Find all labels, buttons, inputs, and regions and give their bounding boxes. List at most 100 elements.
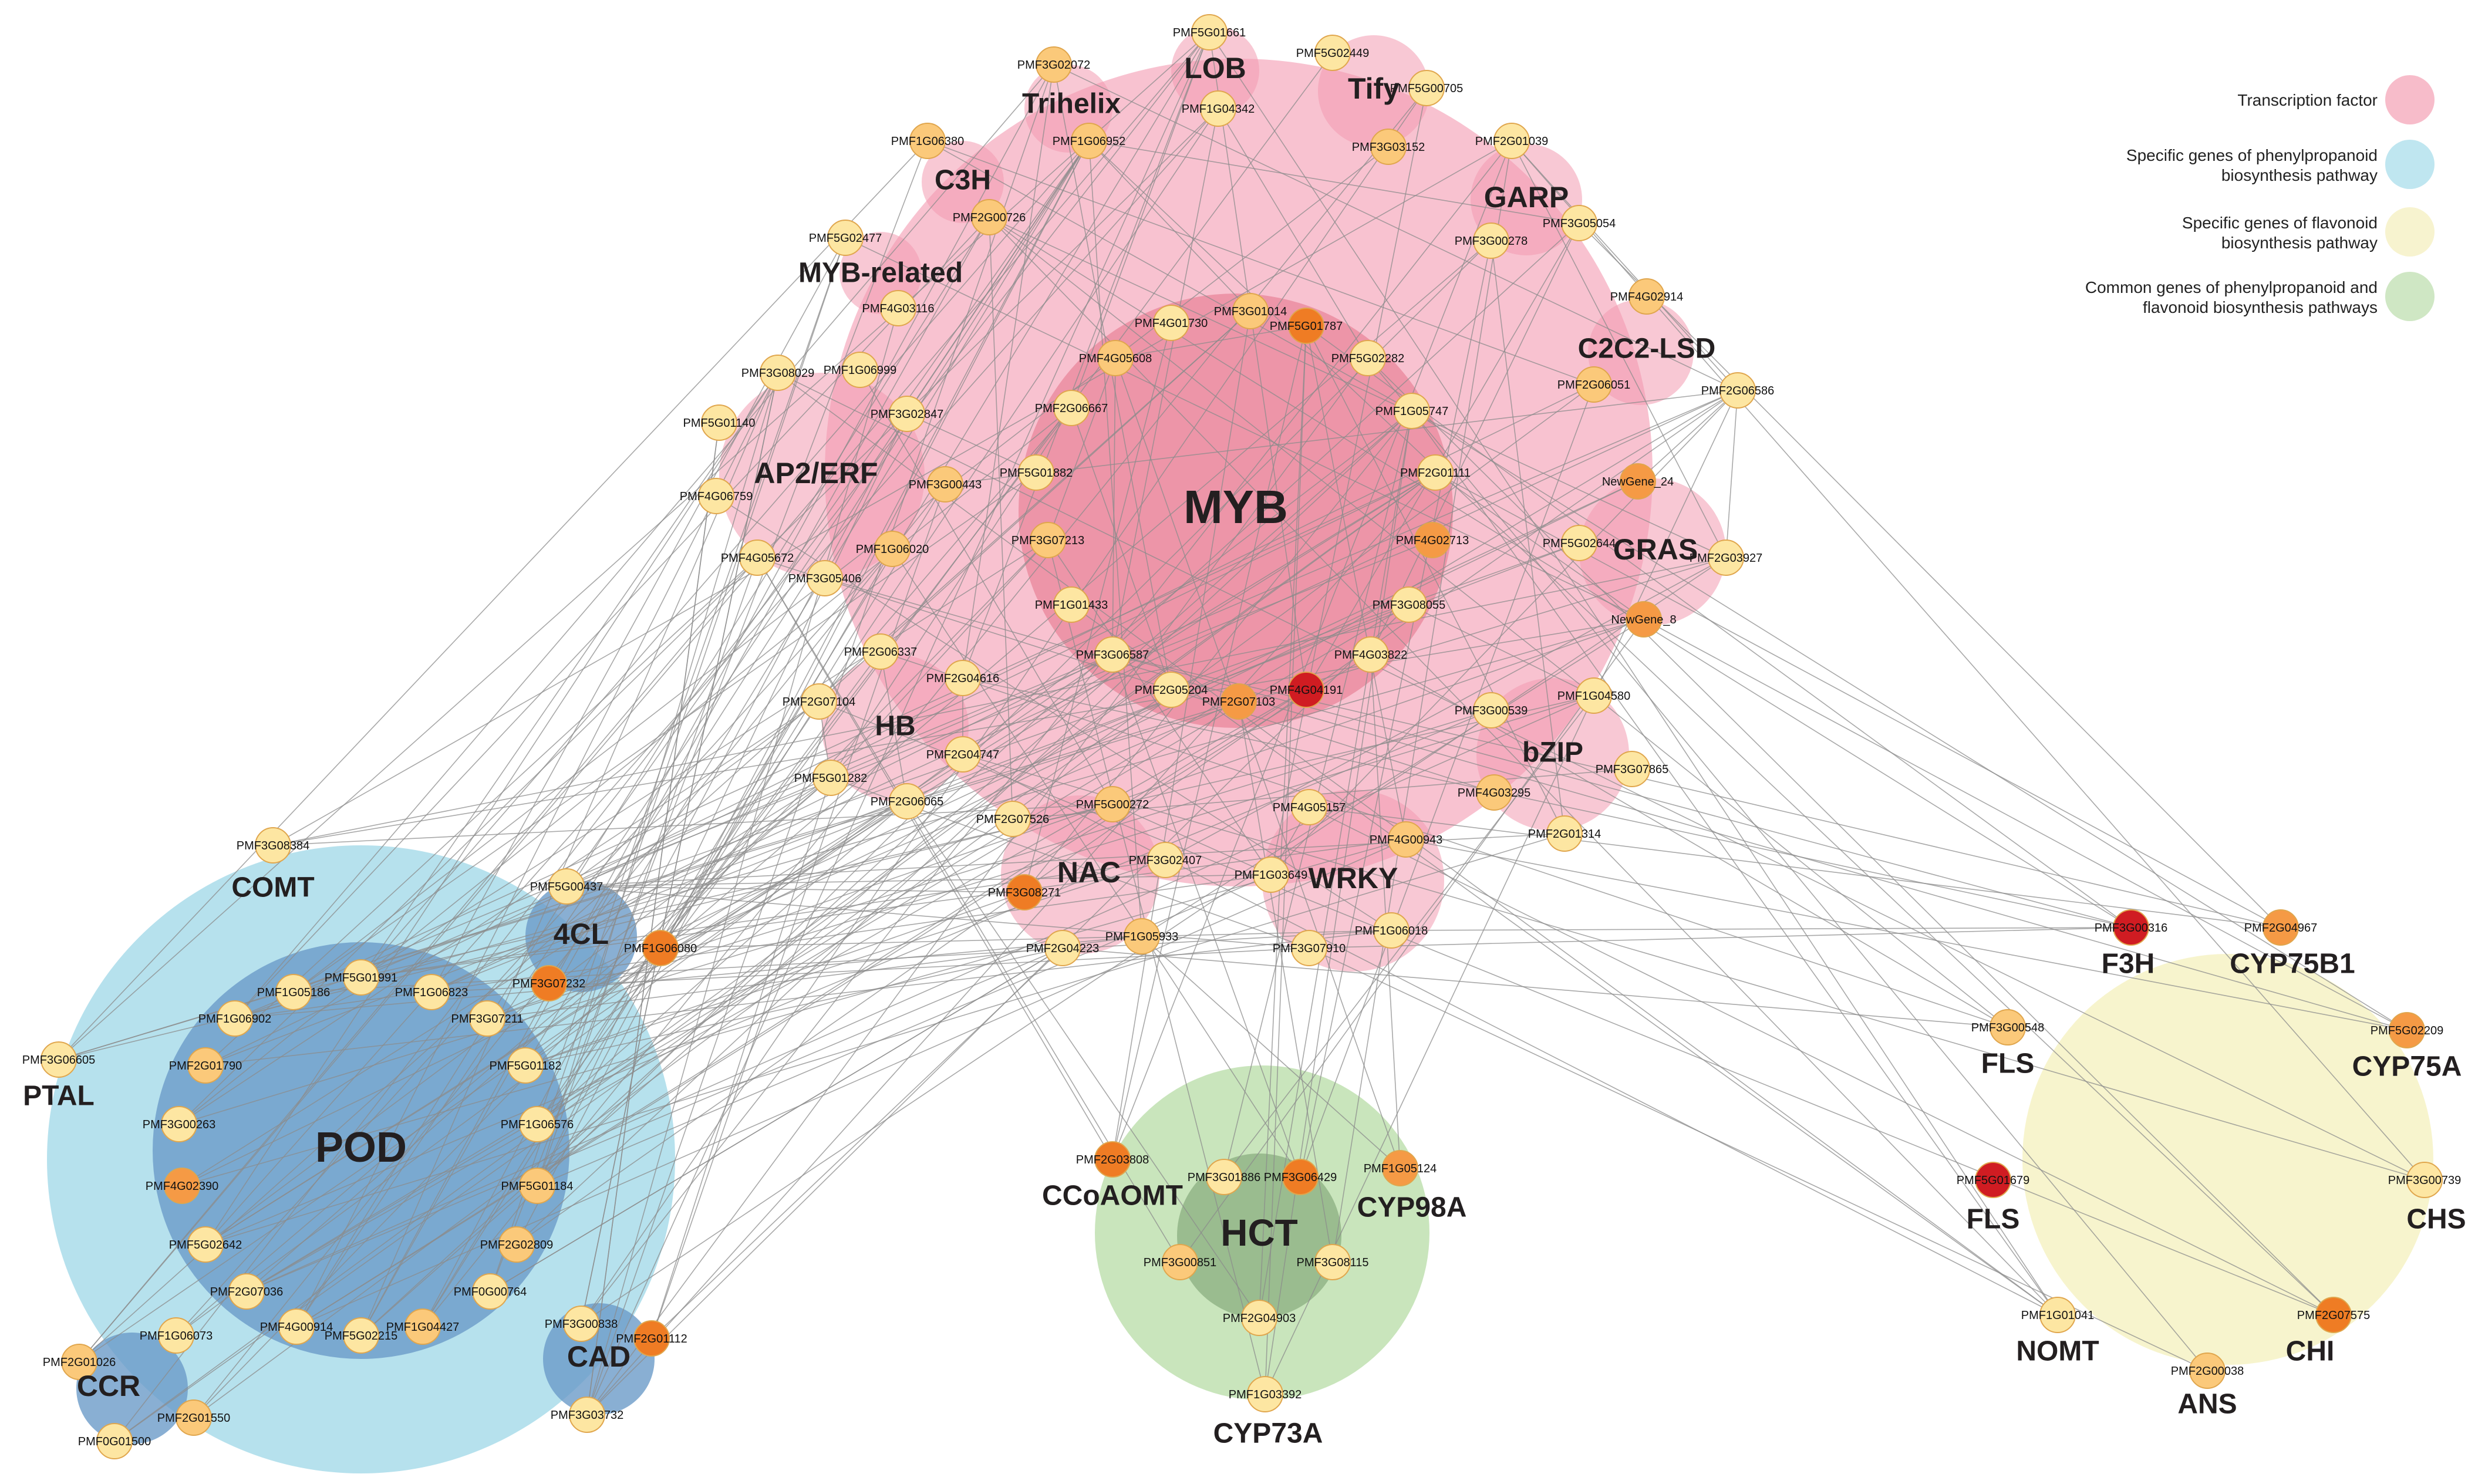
gene-node-circle[interactable] bbox=[812, 760, 849, 796]
gene-node-circle[interactable] bbox=[1206, 1159, 1242, 1195]
gene-node[interactable]: PMF4G03822 bbox=[1334, 636, 1408, 673]
gene-node[interactable]: PMF5G01282 bbox=[794, 760, 868, 796]
gene-node[interactable]: PMF5G00437 bbox=[530, 868, 603, 905]
gene-node[interactable]: PMF2G01026 bbox=[43, 1344, 116, 1380]
gene-node-circle[interactable] bbox=[531, 965, 567, 1001]
gene-node-circle[interactable] bbox=[563, 1306, 599, 1342]
gene-node[interactable]: PMF4G01730 bbox=[1135, 305, 1208, 341]
gene-node[interactable]: PMF3G08271 bbox=[988, 874, 1061, 910]
gene-node[interactable]: PMF2G01550 bbox=[157, 1399, 231, 1436]
gene-node-circle[interactable] bbox=[2406, 1162, 2443, 1198]
gene-node-circle[interactable] bbox=[1253, 856, 1289, 893]
gene-node-circle[interactable] bbox=[2263, 909, 2299, 946]
gene-node[interactable]: PMF5G02209 bbox=[2371, 1012, 2444, 1048]
gene-node-circle[interactable] bbox=[343, 959, 379, 996]
gene-node-circle[interactable] bbox=[1044, 930, 1081, 966]
gene-node[interactable]: PMF0G01500 bbox=[78, 1423, 151, 1459]
gene-node-circle[interactable] bbox=[187, 1226, 224, 1263]
gene-node-circle[interactable] bbox=[807, 560, 843, 596]
gene-node[interactable]: PMF2G06586 bbox=[1701, 372, 1775, 409]
gene-node-circle[interactable] bbox=[519, 1168, 555, 1204]
gene-node[interactable]: PMF1G05747 bbox=[1375, 393, 1449, 429]
gene-node-circle[interactable] bbox=[61, 1344, 97, 1380]
gene-node[interactable]: PMF5G02642 bbox=[169, 1226, 242, 1263]
gene-node-circle[interactable] bbox=[801, 683, 837, 720]
gene-node[interactable]: PMF4G05672 bbox=[721, 539, 794, 576]
gene-node[interactable]: PMF2G06051 bbox=[1557, 366, 1631, 403]
gene-node-circle[interactable] bbox=[1241, 1300, 1277, 1336]
gene-node[interactable]: PMF4G02713 bbox=[1396, 522, 1469, 558]
gene-node[interactable]: PMF3G07232 bbox=[512, 965, 586, 1001]
gene-node-circle[interactable] bbox=[472, 1273, 508, 1310]
gene-node[interactable]: PMF5G02215 bbox=[325, 1317, 398, 1354]
gene-node-circle[interactable] bbox=[1282, 1159, 1319, 1195]
gene-node[interactable]: PMF3G02847 bbox=[871, 396, 944, 432]
gene-node-circle[interactable] bbox=[41, 1041, 77, 1078]
gene-node[interactable]: PMF2G07036 bbox=[210, 1273, 284, 1310]
gene-node[interactable]: PMF2G07104 bbox=[783, 683, 856, 720]
gene-node[interactable]: PMF3G05054 bbox=[1543, 205, 1616, 241]
gene-node[interactable]: PMF4G02390 bbox=[146, 1168, 219, 1204]
gene-node-circle[interactable] bbox=[275, 974, 312, 1010]
gene-node-circle[interactable] bbox=[343, 1317, 379, 1354]
gene-node[interactable]: PMF4G00943 bbox=[1370, 821, 1443, 858]
gene-node[interactable]: PMF1G05186 bbox=[257, 974, 331, 1010]
gene-node-circle[interactable] bbox=[1614, 751, 1650, 787]
gene-node-circle[interactable] bbox=[1153, 305, 1189, 341]
gene-node-circle[interactable] bbox=[1408, 70, 1445, 106]
gene-node-circle[interactable] bbox=[994, 801, 1031, 837]
gene-node[interactable]: PMF1G03392 bbox=[1229, 1376, 1302, 1412]
gene-node[interactable]: PMF3G08115 bbox=[1296, 1244, 1369, 1280]
gene-node-circle[interactable] bbox=[1162, 1244, 1198, 1280]
gene-node-circle[interactable] bbox=[1053, 390, 1090, 426]
gene-node[interactable]: PMF3G00539 bbox=[1455, 692, 1528, 728]
gene-node-circle[interactable] bbox=[1053, 586, 1090, 623]
gene-node[interactable]: PMF5G01679 bbox=[1957, 1162, 2030, 1198]
gene-node-circle[interactable] bbox=[255, 827, 291, 864]
gene-node[interactable]: PMF3G08029 bbox=[741, 355, 815, 391]
gene-node-circle[interactable] bbox=[507, 1047, 544, 1084]
gene-node-circle[interactable] bbox=[889, 783, 925, 819]
gene-node[interactable]: PMF2G04747 bbox=[926, 736, 1000, 773]
gene-node[interactable]: PMF3G06605 bbox=[22, 1041, 96, 1078]
gene-node[interactable]: PMF1G01041 bbox=[2021, 1297, 2095, 1333]
gene-node[interactable]: PMF2G04967 bbox=[2244, 909, 2318, 946]
gene-node-circle[interactable] bbox=[469, 1000, 505, 1037]
gene-node-circle[interactable] bbox=[1708, 539, 1744, 576]
gene-node-circle[interactable] bbox=[1153, 672, 1189, 708]
gene-node[interactable]: PMF5G02282 bbox=[1331, 340, 1405, 376]
gene-node-circle[interactable] bbox=[1975, 1162, 2011, 1198]
gene-node[interactable]: PMF3G07865 bbox=[1596, 751, 1669, 787]
gene-node[interactable]: PMF3G01886 bbox=[1188, 1159, 1261, 1195]
gene-node-circle[interactable] bbox=[2039, 1297, 2076, 1333]
gene-node[interactable]: PMF3G00851 bbox=[1144, 1244, 1217, 1280]
gene-node[interactable]: PMF2G07575 bbox=[2297, 1297, 2371, 1333]
gene-node-circle[interactable] bbox=[1314, 1244, 1351, 1280]
gene-node-circle[interactable] bbox=[827, 220, 864, 256]
gene-node-circle[interactable] bbox=[413, 974, 450, 1010]
gene-node[interactable]: PMF5G02644 bbox=[1543, 525, 1616, 561]
gene-node[interactable]: PMF3G02072 bbox=[1017, 46, 1091, 83]
gene-node-circle[interactable] bbox=[1388, 821, 1424, 858]
gene-node[interactable]: PMF3G05406 bbox=[788, 560, 862, 596]
gene-node-circle[interactable] bbox=[1314, 35, 1351, 71]
gene-node[interactable]: PMF2G00726 bbox=[953, 199, 1026, 235]
gene-node[interactable]: PMF3G07213 bbox=[1011, 522, 1085, 558]
gene-node-circle[interactable] bbox=[971, 199, 1007, 235]
gene-node[interactable]: PMF2G02809 bbox=[480, 1226, 554, 1263]
gene-node[interactable]: PMF1G06952 bbox=[1053, 123, 1126, 159]
gene-node[interactable]: PMF3G07910 bbox=[1273, 930, 1346, 966]
gene-node[interactable]: PMF2G01112 bbox=[616, 1320, 687, 1357]
gene-node[interactable]: PMF2G01111 bbox=[1400, 454, 1471, 491]
gene-node-circle[interactable] bbox=[739, 539, 775, 576]
gene-node[interactable]: PMF2G03808 bbox=[1076, 1141, 1149, 1178]
gene-node[interactable]: PMF4G02914 bbox=[1610, 278, 1684, 315]
gene-node[interactable]: PMF2G06667 bbox=[1035, 390, 1108, 426]
gene-node[interactable]: PMF5G02477 bbox=[809, 220, 882, 256]
gene-node[interactable]: PMF3G00838 bbox=[545, 1306, 618, 1342]
gene-node-circle[interactable] bbox=[1030, 522, 1066, 558]
gene-node-circle[interactable] bbox=[1094, 636, 1131, 673]
gene-node-circle[interactable] bbox=[1473, 222, 1509, 259]
gene-node-circle[interactable] bbox=[1288, 672, 1324, 708]
gene-node[interactable]: PMF4G00914 bbox=[260, 1308, 333, 1345]
